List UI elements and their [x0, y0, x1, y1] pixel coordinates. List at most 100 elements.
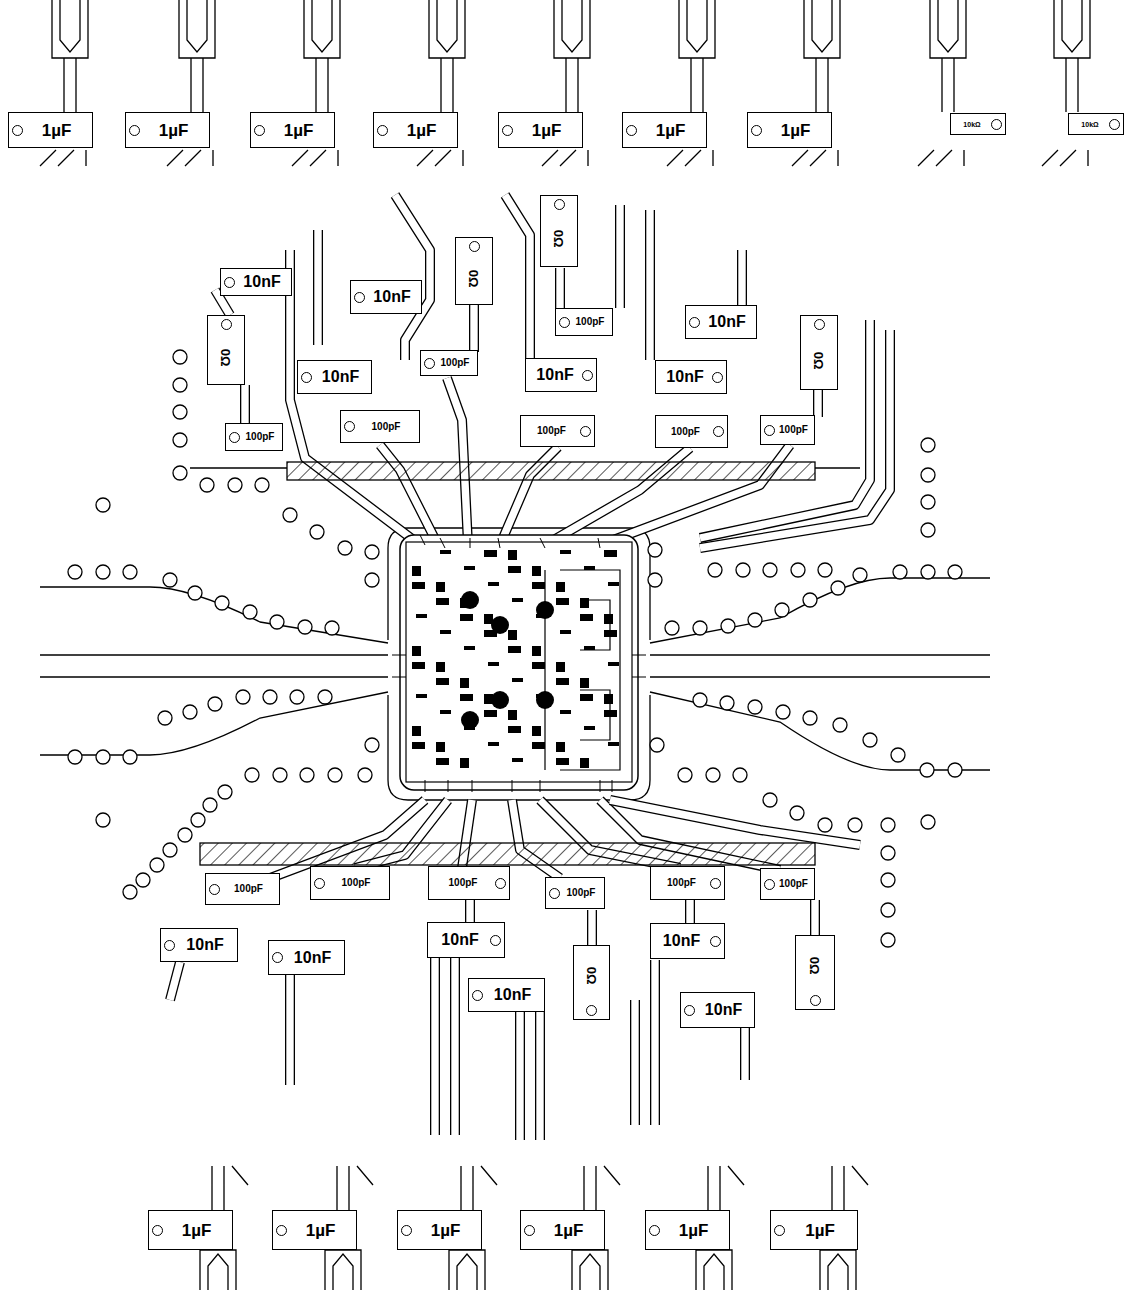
- via: [648, 543, 662, 557]
- connector-pad: [200, 1250, 236, 1290]
- connector-pad: [1054, 0, 1090, 58]
- trace-fill: [738, 250, 745, 305]
- trace-fill: [466, 900, 473, 922]
- die-feature: [560, 550, 571, 554]
- capacitor-footprint: 100pF: [760, 868, 815, 900]
- capacitor-footprint: 100pF: [655, 415, 728, 448]
- via: [245, 768, 259, 782]
- capacitor-footprint: 10nF: [350, 280, 422, 314]
- pad-marker: [354, 292, 365, 303]
- component-value: 0Ω: [809, 956, 822, 974]
- die-feature: [461, 711, 479, 729]
- via: [283, 508, 297, 522]
- via: [203, 798, 217, 812]
- rf-line: [650, 676, 990, 677]
- via: [853, 568, 867, 582]
- capacitor-footprint: 1µF: [250, 112, 335, 148]
- trace-fill: [170, 962, 180, 1000]
- capacitor-footprint: 100pF: [310, 866, 390, 900]
- component-value: 100pF: [449, 878, 478, 888]
- connector-pad: [820, 1250, 856, 1290]
- component-value: 100pF: [779, 425, 808, 435]
- via: [721, 619, 735, 633]
- via: [665, 621, 679, 635]
- component-value: 100pF: [372, 422, 401, 432]
- pad-marker: [774, 1225, 785, 1236]
- pad-trace: [918, 150, 964, 166]
- rf-line: [815, 467, 860, 468]
- bond-wire: [540, 780, 541, 792]
- via: [300, 768, 314, 782]
- connector-pad: [554, 0, 590, 58]
- pad-trace: [667, 150, 713, 166]
- via: [803, 593, 817, 607]
- component-value: 10kΩ: [1081, 121, 1098, 128]
- component-value: 1µF: [554, 1222, 584, 1239]
- connector-pad-tip: [437, 0, 457, 52]
- connector-pad-tip: [562, 0, 582, 52]
- bond-wire: [632, 655, 646, 656]
- via: [270, 615, 284, 629]
- connector-pad-tip: [828, 1254, 848, 1290]
- connector-pad: [179, 0, 215, 58]
- pad-marker: [626, 125, 637, 136]
- via: [891, 748, 905, 762]
- bond-wire: [440, 538, 445, 548]
- chip-package: [400, 535, 638, 790]
- pad-marker: [684, 1005, 695, 1016]
- trace-fill: [505, 195, 530, 358]
- trace-fill: [286, 975, 293, 1085]
- trace-fill: [516, 1012, 523, 1140]
- trace-outline: [737, 250, 747, 305]
- capacitor-footprint: 1µF: [498, 112, 583, 148]
- connector-pad: [52, 0, 88, 58]
- resistor-footprint: 0Ω: [800, 315, 838, 390]
- bond-wire: [600, 780, 601, 792]
- trace-fill: [811, 900, 818, 935]
- die-feature: [508, 630, 517, 640]
- capacitor-footprint: 1µF: [770, 1210, 858, 1250]
- trace-outline: [505, 195, 530, 358]
- capacitor-footprint: 10nF: [680, 992, 755, 1028]
- pad-trace: [542, 150, 588, 166]
- capacitor-footprint: 1µF: [125, 112, 210, 148]
- pad-marker: [814, 319, 825, 330]
- via: [833, 718, 847, 732]
- die-feature: [436, 582, 445, 592]
- pad-trace: [816, 58, 828, 112]
- via: [921, 495, 935, 509]
- trace-outline: [610, 800, 860, 845]
- component-value: 10nF: [294, 950, 331, 966]
- capacitor-footprint: 100pF: [225, 423, 283, 451]
- die-feature: [556, 742, 565, 752]
- resistor-footprint: 0Ω: [540, 195, 578, 267]
- component-value: 100pF: [576, 317, 605, 327]
- capacitor-footprint: 100pF: [428, 866, 510, 900]
- bond-wire: [632, 677, 646, 678]
- trace-fill: [646, 210, 653, 360]
- component-value: 100pF: [667, 878, 696, 888]
- connector-pad-tip: [812, 0, 832, 52]
- via: [290, 690, 304, 704]
- hatched-band: [287, 462, 815, 480]
- trace-outline: [395, 195, 430, 360]
- die-feature: [508, 566, 521, 573]
- capacitor-footprint: 100pF: [340, 410, 420, 443]
- die-feature: [460, 678, 469, 688]
- bond-wire: [420, 535, 425, 545]
- pad-marker: [713, 426, 724, 437]
- die-feature: [416, 694, 427, 698]
- via: [325, 621, 339, 635]
- trace-fill: [588, 910, 595, 945]
- pad-trace: [316, 58, 328, 112]
- pad-trace: [1042, 150, 1088, 166]
- die-feature: [436, 742, 445, 752]
- pad-trace: [832, 1166, 868, 1210]
- pad-marker: [314, 878, 325, 889]
- die-feature: [508, 710, 517, 720]
- die-feature: [608, 662, 619, 666]
- die-feature: [461, 591, 479, 609]
- pad-marker: [582, 370, 593, 381]
- via: [173, 466, 187, 480]
